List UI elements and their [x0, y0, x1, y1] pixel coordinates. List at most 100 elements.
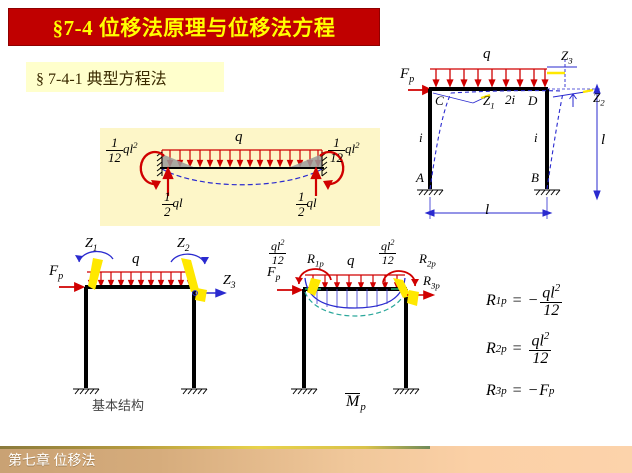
eq2-num-wrap: ql2: [529, 330, 551, 350]
mp-force-label: Fp: [267, 266, 280, 283]
frame-beam-stiffness: 2i: [505, 92, 516, 107]
basic-unknown-Z1: Z1: [85, 237, 98, 254]
frame-force-sub: p: [409, 74, 415, 85]
mp-left-frac: ql2 12: [269, 238, 287, 267]
mp-left-den: 12: [269, 252, 287, 267]
beam-left-moment-den: 12: [106, 149, 123, 165]
beam-left-moment-expr: ql: [123, 141, 134, 157]
basic-unknown-Z3: Z3: [223, 274, 236, 291]
mp-force-sub: p: [275, 272, 281, 283]
mp-left-fraction: ql2 12: [269, 238, 287, 267]
basic-structure-diagram: q Fp Z1 Z2 Z3 基本结构: [35, 237, 250, 415]
beam-left-reaction-expr: ql: [172, 195, 183, 211]
beam-right-moment-den: 12: [328, 149, 345, 165]
beam-left-moment-fraction: 1 12: [106, 136, 123, 164]
mp-R1p-sub: 1p: [314, 258, 324, 269]
basic-unknown-Z2: Z2: [177, 237, 190, 254]
beam-right-moment-fraction: 1 12: [328, 136, 345, 164]
frame-Z2-sym: Z: [593, 90, 601, 105]
frame-node-B: B: [531, 170, 539, 185]
frame-load-label: q: [483, 46, 491, 62]
eq1-sign: −: [527, 292, 539, 310]
eq3-equals: =: [511, 382, 523, 399]
frame-left-column-stiffness: i: [419, 130, 423, 145]
mp-left-num-wrap: ql2: [269, 238, 286, 253]
basic-Z1-sym: Z: [85, 236, 93, 251]
mp-right-den: 12: [379, 252, 397, 267]
eq1-equals: =: [511, 292, 523, 310]
eq2-num-exp: 2: [543, 330, 550, 342]
mp-caption-sub: p: [360, 401, 366, 414]
eq2-lhs-sub: 2p: [495, 343, 507, 356]
mp-left-num-exp: 2: [280, 238, 285, 247]
basic-force-sub: p: [58, 271, 64, 282]
beam-right-reaction-fraction: 1 2: [296, 190, 307, 218]
mp-right-frac: ql2 12: [379, 238, 397, 267]
beam-left-reaction-num: 1: [164, 189, 171, 204]
beam-right-reaction-expr: ql: [306, 195, 317, 211]
beam-load-label: q: [235, 129, 243, 145]
mp-right-fraction: ql2 12: [379, 238, 397, 267]
frame-Z2-sub: 2: [600, 97, 605, 108]
mp-force-sym: F: [267, 265, 276, 280]
eq2-den: 12: [529, 350, 552, 368]
basic-Z3-sub: 3: [230, 280, 236, 291]
slide-title-banner: §7-4 位移法原理与位移法方程: [8, 8, 380, 46]
eq1-num: ql: [542, 284, 555, 302]
basic-structure-svg: [59, 250, 227, 395]
frame-unknown-Z3: Z3: [561, 49, 573, 65]
basic-Z3-sym: Z: [223, 273, 231, 288]
frame-span-label: l: [485, 202, 490, 218]
mp-reaction-R2p: R2p: [419, 252, 436, 268]
eq3-plain: F: [539, 382, 550, 399]
eq1-num-exp: 2: [554, 282, 561, 294]
basic-force-label: Fp: [49, 264, 63, 282]
eq3-lhs-sym: R: [486, 382, 496, 399]
frame-svg: [408, 59, 601, 219]
basic-Z2-sym: Z: [177, 236, 185, 251]
beam-right-moment-exp: 2: [355, 139, 360, 150]
basic-Z2-sub: 2: [184, 243, 190, 254]
beam-left-end-moment: 1 12 ql2: [106, 136, 138, 164]
frame-Z1-sub: 1: [490, 100, 495, 111]
mp-R3p-sym: R: [423, 273, 431, 288]
mp-diagram: q Fp ql2 12 ql2 12 R1p R2p R3p Mp: [255, 238, 455, 415]
beam-left-reaction-fraction: 1 2: [162, 190, 173, 218]
mp-right-num-exp: 2: [390, 238, 395, 247]
eq2-lhs-sym: R: [486, 340, 496, 358]
beam-right-reaction: 1 2 ql: [296, 190, 317, 218]
mp-R1p-sym: R: [307, 251, 315, 266]
frame-force-label: Fp: [400, 67, 414, 85]
frame-unknown-Z1: Z1: [483, 94, 495, 110]
eq3-plain-sub: p: [549, 384, 555, 397]
slide-title-text: §7-4 位移法原理与位移法方程: [52, 16, 336, 40]
mp-R2p-sub: 2p: [426, 258, 436, 269]
frame-unknown-Z2: Z2: [593, 91, 605, 107]
mp-caption-sym: M: [345, 393, 361, 410]
beam-left-reaction: 1 2 ql: [162, 190, 183, 218]
frame-Z1-sym: Z: [483, 93, 491, 108]
eq3-lhs-sub: 3p: [495, 384, 507, 397]
mp-right-num: ql: [381, 239, 391, 253]
original-frame-diagram: q Fp C D A B 2i i i Z1 Z2 Z3 l l: [395, 45, 632, 230]
eq2-equals: =: [511, 340, 523, 358]
eq2-num: ql: [531, 332, 544, 350]
beam-right-moment-expr: ql: [345, 141, 356, 157]
frame-Z3-sym: Z: [561, 48, 569, 63]
beam-right-reaction-den: 2: [296, 203, 307, 219]
beam-right-moment-num: 1: [333, 135, 340, 150]
mp-load-label: q: [347, 253, 355, 269]
eq1-lhs-sub: 1p: [495, 295, 507, 308]
footer-accent-stripe: [0, 446, 430, 449]
mp-reaction-R1p: R1p: [307, 252, 324, 268]
eq1-lhs-sym: R: [486, 292, 496, 310]
mp-R2p-sym: R: [419, 251, 427, 266]
basic-load-label: q: [132, 251, 140, 267]
eq2-fraction: ql2 12: [529, 330, 552, 368]
basic-structure-caption: 基本结构: [92, 398, 145, 413]
beam-left-moment-num: 1: [111, 135, 118, 150]
basic-force-sym: F: [49, 263, 59, 279]
fixed-fixed-beam-panel: q 1 12 ql2 1 12 ql2 1 2 ql 1 2 ql: [100, 128, 380, 226]
